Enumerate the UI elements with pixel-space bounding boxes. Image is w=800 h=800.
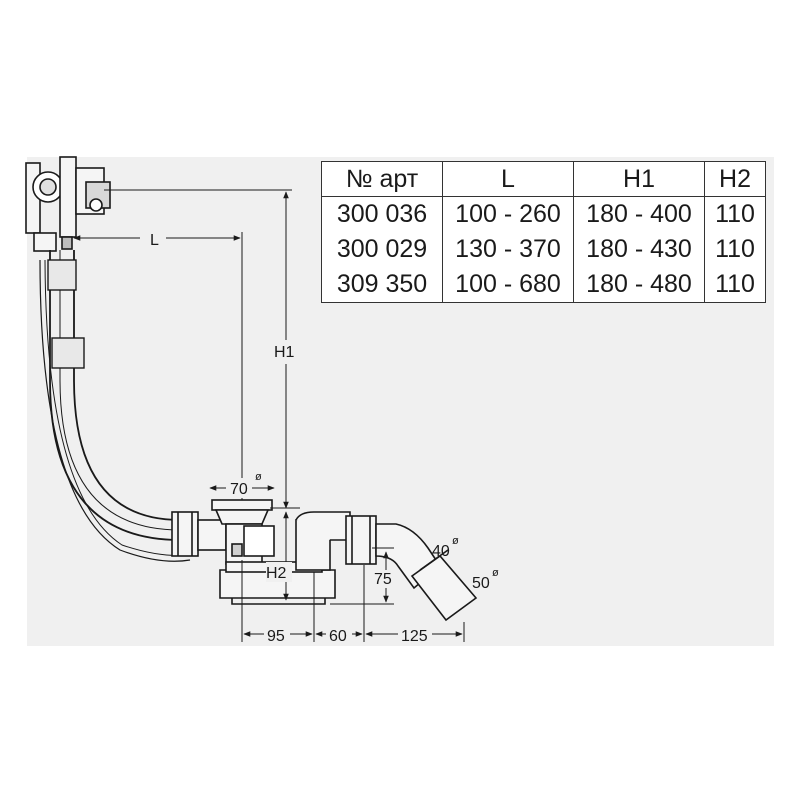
cell-H2: 110: [704, 232, 766, 267]
dim-40-dia: ø: [452, 535, 459, 547]
trap: [219, 511, 351, 605]
header-L: L: [442, 161, 574, 197]
dim-70-dia: ø: [255, 471, 262, 483]
dimension-labels: L H1 70 ø H2 75 40 ø 50 ø 95 60 125: [140, 228, 499, 645]
dim-50-dia: ø: [492, 567, 499, 579]
dim-75: 75: [374, 571, 392, 588]
dim-95: 95: [267, 628, 285, 645]
cell-H1: 180 - 400: [573, 196, 705, 232]
dim-H2: H2: [266, 565, 287, 582]
cell-H1: 180 - 430: [573, 232, 705, 267]
cell-L: 100 - 680: [442, 267, 574, 303]
table-row: 300 036 100 - 260 180 - 400 110: [321, 196, 766, 232]
cell-L: 100 - 260: [442, 196, 574, 232]
cell-article: 300 036: [321, 196, 443, 232]
dim-L: L: [150, 232, 159, 249]
spec-table: № арт L H1 H2 300 036 100 - 260 180 - 40…: [321, 161, 766, 303]
table-row: 309 350 100 - 680 180 - 480 110: [321, 267, 766, 303]
cell-H1: 180 - 480: [573, 267, 705, 303]
dim-70: 70: [230, 481, 248, 498]
cell-article: 309 350: [321, 267, 443, 303]
cell-L: 130 - 370: [442, 232, 574, 267]
cell-article: 300 029: [321, 232, 443, 267]
dim-60: 60: [329, 628, 347, 645]
cell-H2: 110: [704, 196, 766, 232]
header-article: № арт: [321, 161, 443, 197]
table-header-row: № арт L H1 H2: [321, 161, 766, 197]
dim-125: 125: [401, 628, 428, 645]
table-row: 300 029 130 - 370 180 - 430 110: [321, 232, 766, 267]
coupling-nut: [171, 511, 227, 557]
waste-outlet: [211, 499, 275, 565]
outlet-elbow: [345, 515, 478, 622]
header-H2: H2: [704, 161, 766, 197]
dim-H1: H1: [274, 344, 295, 361]
overflow-pipe: [39, 250, 191, 562]
cell-H2: 110: [704, 267, 766, 303]
header-H1: H1: [573, 161, 705, 197]
dim-40: 40: [432, 543, 450, 560]
overflow-head: [25, 156, 111, 252]
dim-50: 50: [472, 575, 490, 592]
